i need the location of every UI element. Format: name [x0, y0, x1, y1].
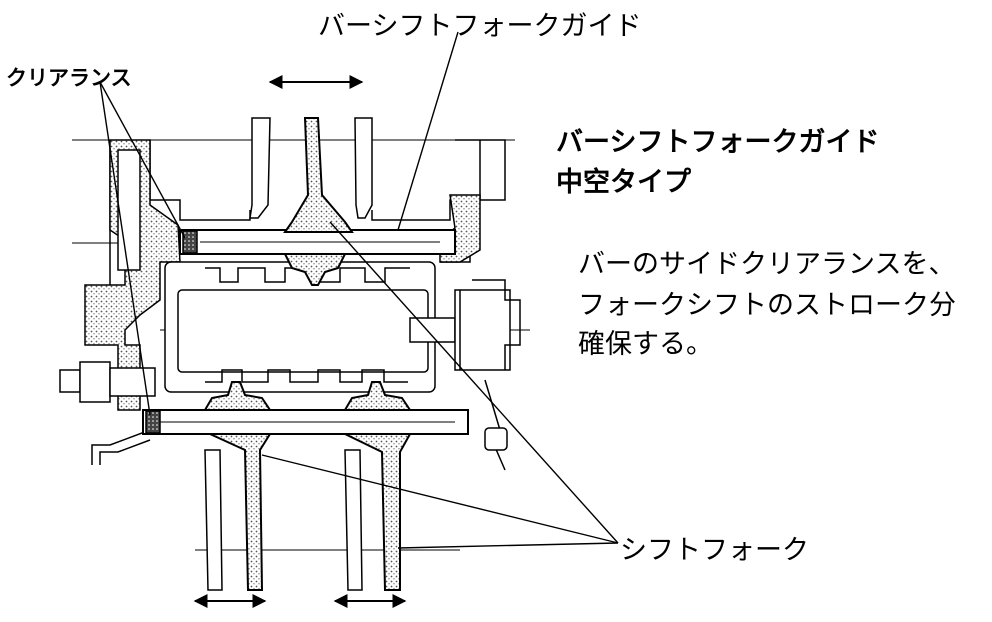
- leader-clearance-2: [99, 81, 151, 416]
- bolt-shank: [109, 367, 156, 397]
- gear-inner: [177, 289, 429, 373]
- shaft-bearing: [454, 289, 511, 371]
- upper-shift-fork: [283, 117, 354, 233]
- lower-shift-fork-left: [209, 433, 272, 591]
- housing-block: [371, 140, 481, 221]
- leader-guide: [397, 31, 459, 231]
- gear-teeth-bottom: [205, 369, 408, 383]
- leader-fork-3: [397, 542, 619, 549]
- lower-shift-fork-right: [344, 433, 412, 591]
- lower-fork-hub-right: [343, 381, 412, 411]
- lower-fork-rail-right: [344, 449, 363, 591]
- lever-arm: [91, 429, 151, 465]
- heading-line-2: 中空タイプ: [556, 167, 691, 198]
- label-shift-fork: シフトフォーク: [620, 535, 809, 566]
- heading-line-1: バーシフトフォークガイド: [556, 127, 880, 158]
- upper-fork-rail-left: [249, 117, 271, 219]
- lower-bar-plug: [145, 410, 161, 434]
- housing-block: [149, 140, 251, 221]
- upper-fork-rail-right: [354, 117, 373, 219]
- detent-ball: [484, 427, 508, 451]
- leader-clearance-1: [99, 81, 186, 239]
- bearing-detail: [459, 279, 521, 370]
- left-casing: [84, 139, 181, 411]
- description-line-2: フォークシフトのストローク分: [578, 290, 956, 321]
- lower-fork-rail-left: [204, 449, 223, 591]
- upper-fork-hub: [283, 253, 347, 286]
- detent-spring: [484, 379, 506, 471]
- left-boss: [117, 149, 141, 271]
- lower-fork-hub-left: [203, 381, 272, 411]
- bolt-nut: [79, 361, 111, 403]
- leader-fork-2: [261, 454, 619, 544]
- shaft-end: [409, 317, 456, 343]
- upper-bar-plug: [182, 230, 198, 254]
- bolt-head: [59, 369, 81, 393]
- label-bar-shift-fork-guide: バーシフトフォークガイド: [318, 11, 642, 42]
- description-line-3: 確保する。: [578, 329, 713, 360]
- leader-fork-1: [329, 221, 619, 544]
- label-clearance: クリアランス: [6, 66, 132, 90]
- description-line-1: バーのサイドクリアランスを、: [578, 249, 956, 280]
